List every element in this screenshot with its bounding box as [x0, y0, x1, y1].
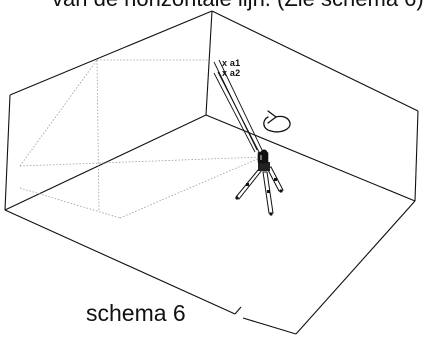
point-label-a1: x a1 [222, 58, 241, 68]
device-top-lens [260, 149, 268, 157]
tripod-joint-right [274, 178, 277, 181]
beam-a1-right [218, 59, 263, 151]
floor-front-left-edge [4, 209, 236, 315]
left-vertical-edge [4, 94, 11, 211]
beam-a2-right [217, 71, 260, 153]
wall-diagonal-line [19, 59, 98, 167]
laser-beams [213, 59, 263, 153]
floor-break-tick [234, 306, 242, 315]
diagram-caption: schema 6 [86, 300, 186, 326]
tripod-joint-left [246, 183, 249, 186]
tripod-foot-left [235, 196, 239, 200]
tripod-head [258, 162, 270, 171]
wall-vertical-line [96, 59, 100, 211]
tripod-foot-right [279, 189, 283, 193]
tripod-joint-middle [267, 190, 270, 193]
laser-level-on-tripod-icon [235, 149, 284, 216]
floor-break-segment [242, 317, 297, 335]
back-wall-top-edge [9, 10, 213, 96]
beam-a2-left [213, 72, 256, 153]
floor-projection-line-2 [19, 187, 121, 219]
back-corner-edge [205, 10, 213, 116]
right-vertical-edge [414, 110, 419, 202]
floor-left-edge [4, 114, 207, 211]
tripod-foot-middle [269, 212, 273, 216]
laser-projection-lines [19, 59, 263, 219]
room-outline [4, 10, 419, 335]
floor-right-edge [205, 114, 416, 202]
right-wall-top-edge [211, 10, 419, 112]
rotation-arrow-icon [263, 110, 291, 133]
device-highlight [260, 155, 262, 160]
floor-front-right-edge [295, 200, 416, 335]
point-label-a2: x a2 [222, 68, 241, 78]
header-text: van de horizontale lijn. (Zie schema 6) [0, 0, 423, 12]
floor-projection-line-3 [119, 156, 263, 219]
floor-projection-line-1 [19, 156, 263, 167]
